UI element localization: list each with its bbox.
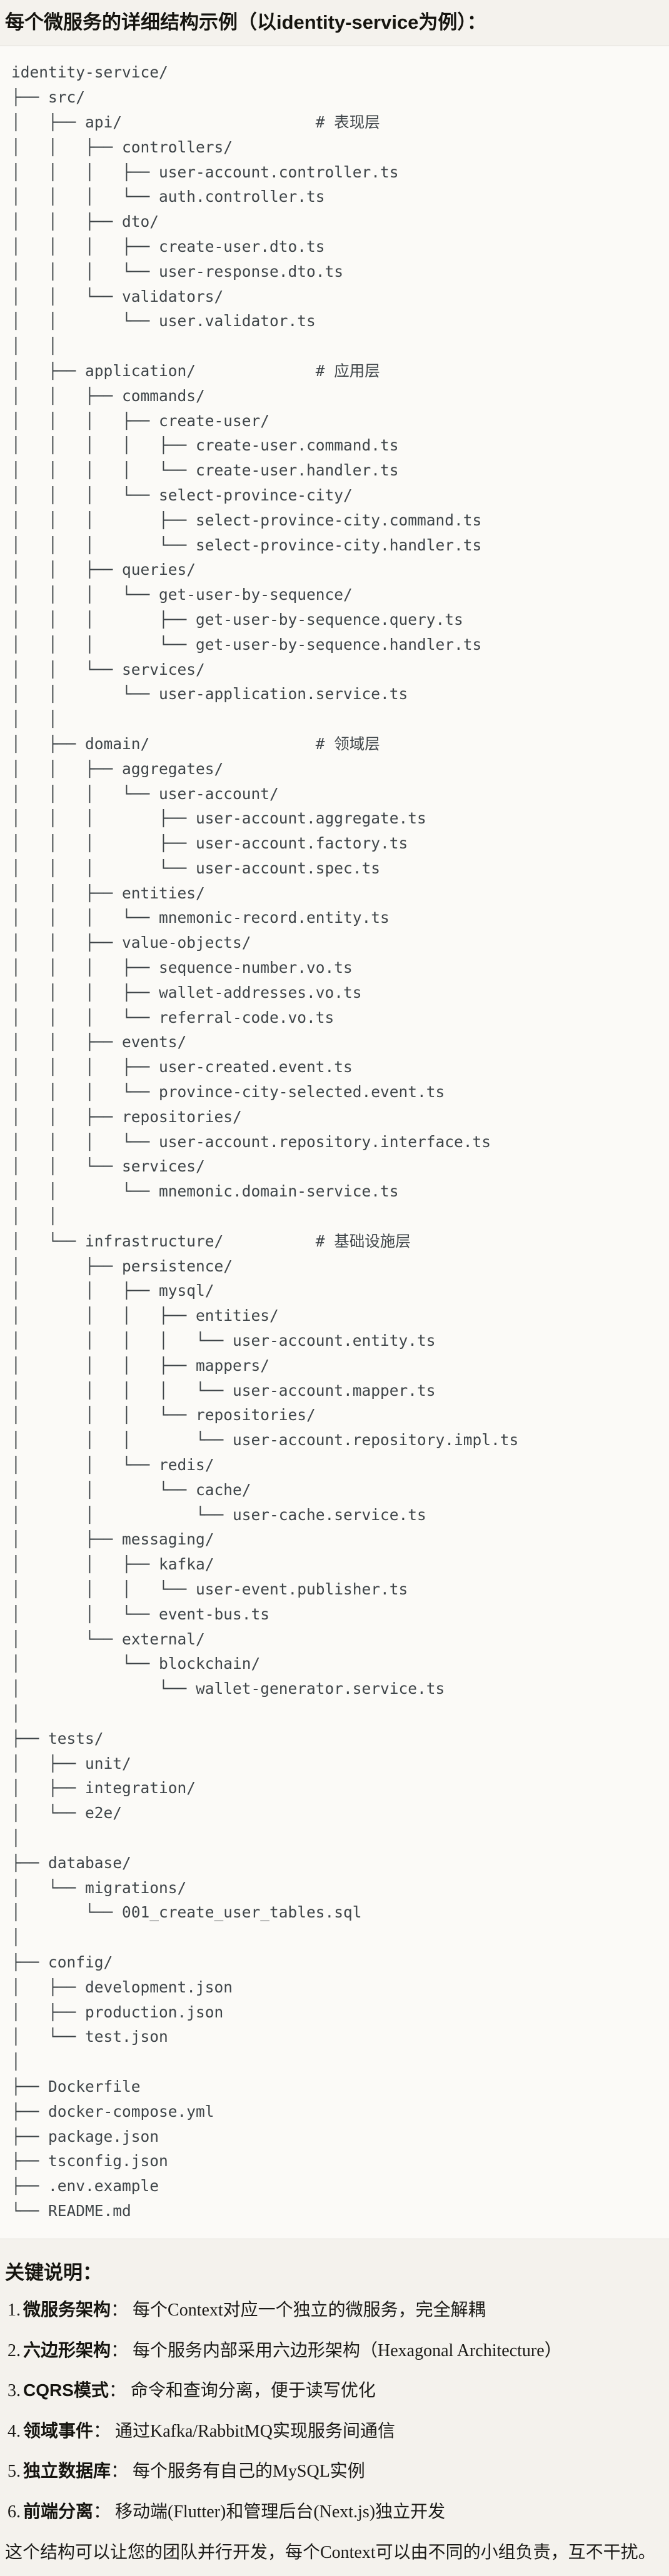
code-block: identity-service/ ├── src/ │ ├── api/ # …: [0, 46, 669, 2239]
note-item: 2.六边形架构： 每个服务内部采用六边形架构（Hexagonal Archite…: [8, 2340, 562, 2360]
closing-paragraph: 这个结构可以让您的团队并行开发，每个Context可以由不同的小组负责，互不干扰…: [5, 2543, 656, 2563]
directory-tree: identity-service/ ├── src/ │ ├── api/ # …: [11, 63, 519, 2220]
page-title: 每个微服务的详细结构示例（以identity-service为例）：: [5, 11, 486, 33]
note-item: 3.CQRS模式： 命令和查询分离，便于读写优化: [8, 2380, 376, 2401]
note-item: 1.微服务架构： 每个Context对应一个独立的微服务，完全解耦: [8, 2300, 486, 2320]
note-item: 6.前端分离： 移动端(Flutter)和管理后台(Next.js)独立开发: [8, 2501, 446, 2522]
notes-heading: 关键说明：: [5, 2261, 102, 2284]
note-item: 4.领域事件： 通过Kafka/RabbitMQ实现服务间通信: [8, 2420, 395, 2441]
notes-list: 1.微服务架构： 每个Context对应一个独立的微服务，完全解耦 2.六边形架构…: [5, 2300, 664, 2522]
note-item: 5.独立数据库： 每个服务有自己的MySQL实例: [8, 2461, 365, 2482]
